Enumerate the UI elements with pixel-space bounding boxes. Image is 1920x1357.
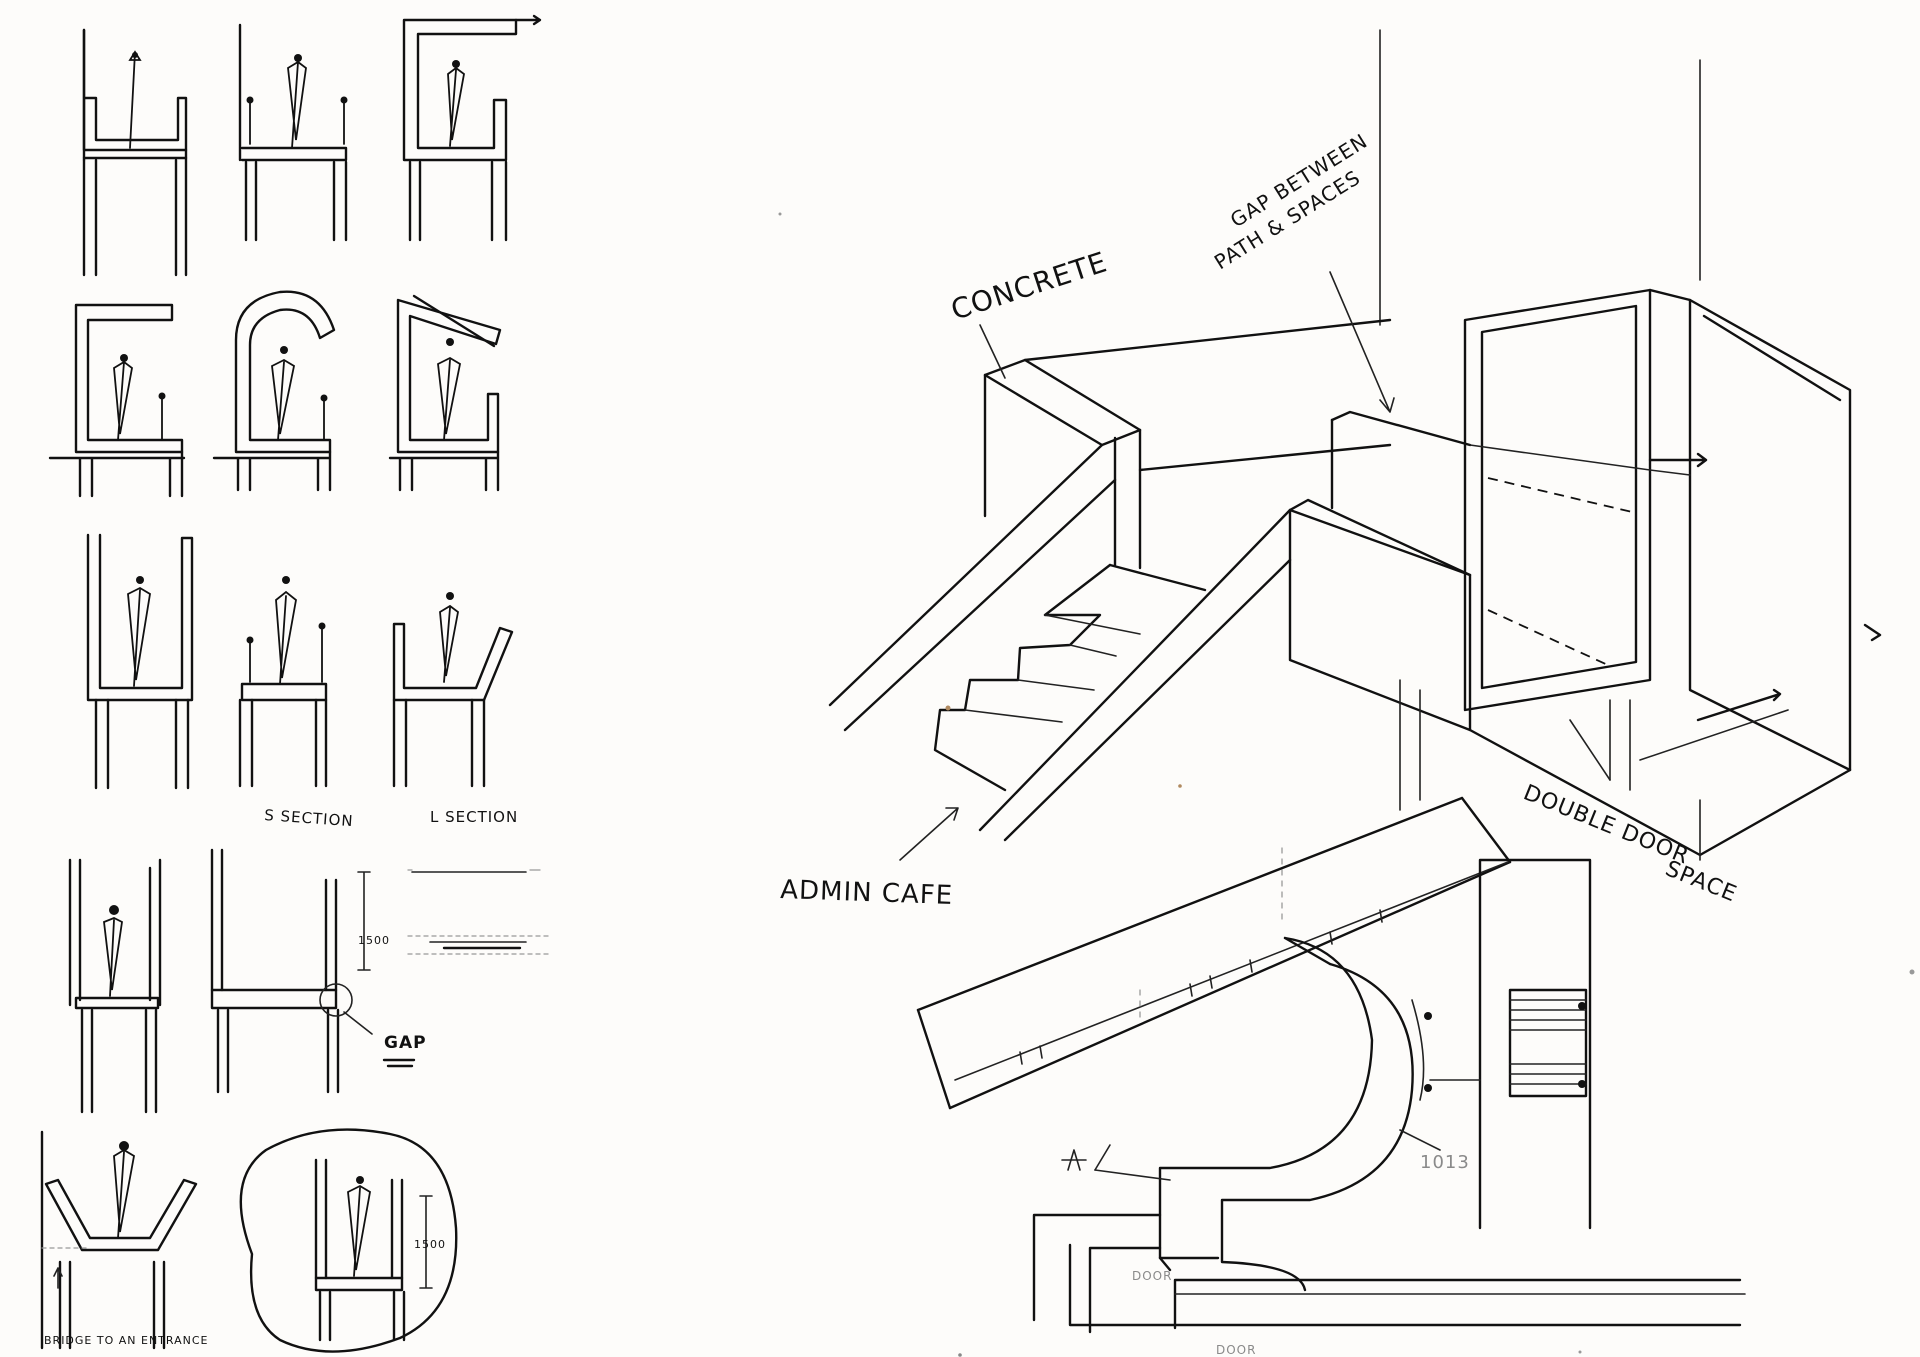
double-door-label-line1: DOUBLE DOOR — [1520, 780, 1693, 869]
section-study-9 — [392, 592, 514, 788]
section-study-3 — [402, 14, 542, 242]
gap-underline — [382, 1058, 416, 1068]
section-study-13 — [239, 1128, 458, 1353]
l-section-label: L SECTION — [430, 808, 518, 826]
section-study-10 — [68, 858, 162, 1114]
section-study-7 — [86, 533, 194, 790]
double-door-label-line2: SPACE — [1662, 856, 1741, 907]
perspective-sketch — [828, 29, 1882, 861]
gap-between-leader — [1329, 271, 1395, 413]
section-study-2 — [238, 23, 348, 242]
concrete-leader — [979, 324, 1006, 379]
concrete-label: CONCRETE — [947, 245, 1111, 326]
bridge-label: BRIDGE TO AN ENTRANCE — [44, 1334, 208, 1347]
s-section-label: S SECTION — [264, 806, 354, 830]
section-study-5 — [212, 290, 336, 492]
gap-label: GAP — [384, 1033, 427, 1053]
admin-cafe-leader — [899, 807, 959, 861]
section-study-1 — [82, 28, 188, 277]
plan-sketch — [916, 796, 1746, 1334]
paper-specks — [778, 212, 1915, 1357]
dimension-label-1500-a: 1500 — [358, 934, 390, 947]
section-study-6 — [388, 294, 502, 492]
admin-cafe-label: ADMIN CAFE — [780, 875, 954, 911]
dimension-label-1500-b: 1500 — [414, 1238, 446, 1251]
section-study-11 — [210, 848, 373, 1094]
section-study-12 — [40, 1130, 198, 1350]
gap-detail-circle — [319, 983, 353, 1017]
door-label-b: DOOR — [1216, 1343, 1256, 1357]
section-study-4 — [48, 303, 186, 498]
section-detail-strips — [407, 869, 551, 955]
section-study-8 — [238, 576, 328, 788]
plan-note-label: 1013 — [1420, 1152, 1470, 1173]
door-label-a: DOOR — [1132, 1269, 1172, 1283]
